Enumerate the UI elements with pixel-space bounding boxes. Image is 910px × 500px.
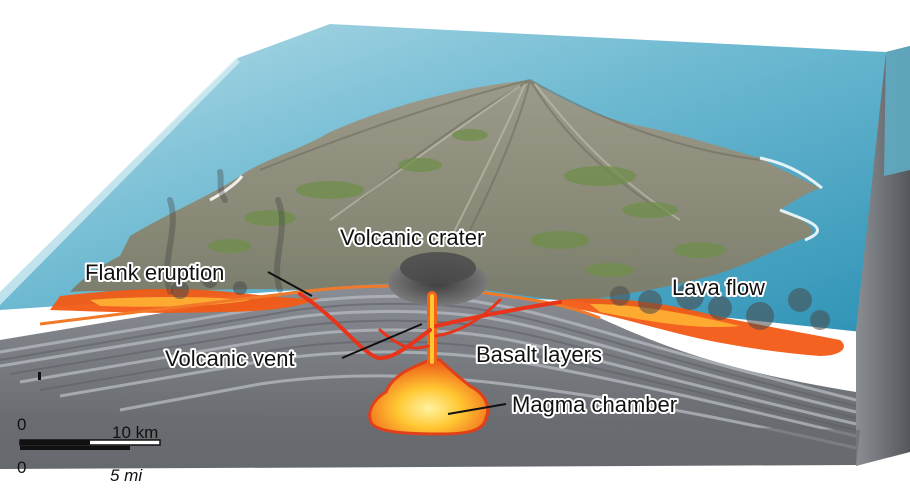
- label-volcanic-vent: Volcanic vent: [165, 346, 295, 371]
- crater-smoke-top: [400, 252, 476, 284]
- scale-mi-value: 5 mi: [110, 466, 143, 485]
- block-front-bottom-edge: [0, 465, 857, 471]
- coastal-surf: [209, 156, 823, 242]
- lava-smoke: [171, 272, 830, 330]
- label-basalt-layers: Basalt layers: [476, 342, 602, 367]
- label-volcanic-crater: Volcanic crater: [340, 225, 484, 250]
- volcano-mountain: [70, 80, 820, 300]
- block-right-water: [884, 46, 910, 176]
- scale-bar: 0 10 km 0 5 mi: [17, 415, 161, 485]
- block-base: [0, 410, 860, 470]
- vegetation-patches: [208, 129, 726, 277]
- leader-lines: [267, 271, 507, 415]
- basalt-dark-bands: [0, 302, 857, 431]
- scale-km-value: 10 km: [112, 423, 158, 442]
- scale-mi-zero: 0: [17, 458, 26, 477]
- basalt-layer-stripes: [0, 294, 857, 450]
- label-flank-eruption: Flank eruption: [85, 260, 224, 285]
- volcanic-vents: [298, 291, 562, 367]
- flank-smoke-columns: [164, 169, 285, 295]
- label-lava-flow: Lava flow: [672, 275, 765, 300]
- label-magma-chamber: Magma chamber: [512, 392, 677, 417]
- scale-km-zero: 0: [17, 415, 26, 434]
- scale-bar-mi: [20, 446, 130, 450]
- lava-flow-right-glow: [590, 304, 740, 328]
- magma-chamber: [368, 358, 490, 436]
- ocean-shallow-rim: [0, 58, 240, 305]
- front-face-marker: [38, 372, 41, 380]
- scale-bar-km-fill: [20, 440, 90, 445]
